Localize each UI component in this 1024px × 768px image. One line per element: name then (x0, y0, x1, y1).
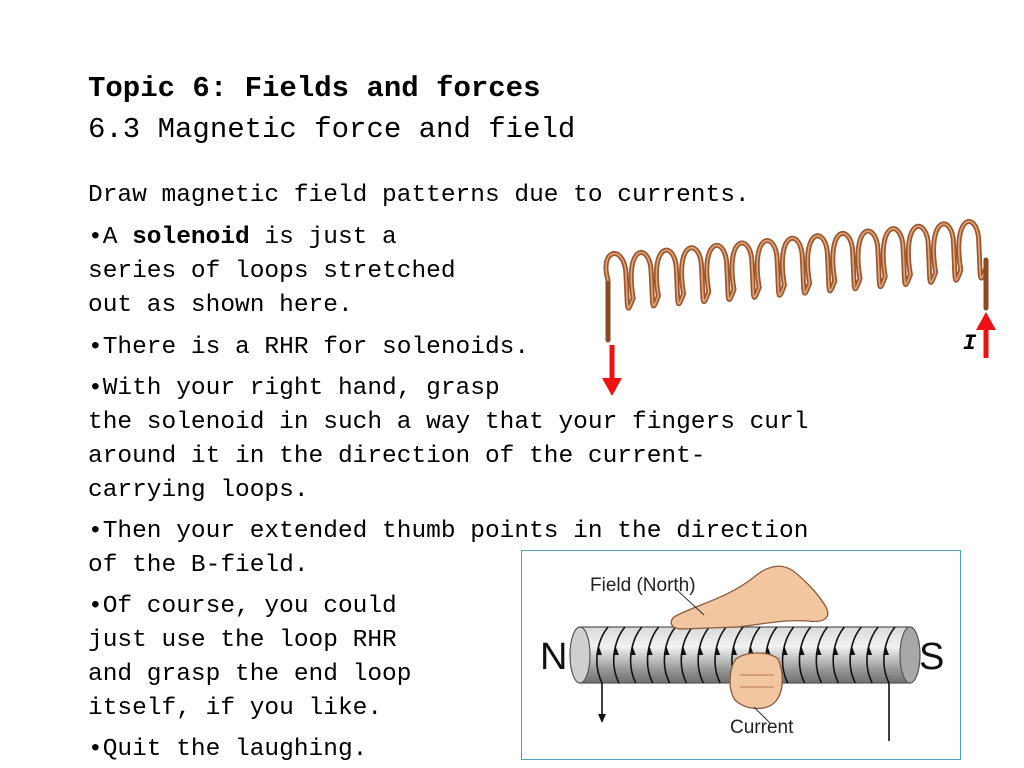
bullet-grasp-line3: around it in the direction of the curren… (88, 443, 706, 470)
hand-diagram: Field (North) Current N S (540, 565, 944, 741)
winding-current-arrow (612, 647, 619, 655)
bullet-glyph: • (88, 375, 103, 402)
current-pointer (753, 706, 771, 724)
lead-arrow-down (598, 714, 606, 723)
winding-current-arrow (815, 647, 822, 655)
bullet-laughing: •Quit the laughing. (88, 736, 368, 763)
winding-current-arrow (781, 647, 788, 655)
bullet-glyph: • (88, 518, 103, 545)
curled-fingers (729, 652, 783, 710)
coil-wire (603, 219, 989, 343)
winding-current-arrow (832, 647, 839, 655)
winding-current-arrow (866, 647, 873, 655)
bullet-thumb-line2: of the B-field. (88, 552, 309, 579)
bullet-glyph: • (88, 224, 103, 251)
bullet-solenoid-line3: out as shown here. (88, 292, 353, 319)
bullet-grasp-line2: the solenoid in such a way that your fin… (88, 409, 809, 436)
winding-current-arrow (714, 647, 721, 655)
bullet-glyph: • (88, 593, 103, 620)
winding-current-arrow (798, 647, 805, 655)
current-arrow-down (602, 345, 622, 396)
current-label: I (963, 331, 977, 356)
right-hand-rule-figure: Field (North) Current N S (521, 550, 961, 760)
winding-current-arrow (764, 647, 771, 655)
bullet-glyph: • (88, 334, 103, 361)
page-title: Topic 6: Fields and forces (88, 72, 541, 105)
bullet-glyph: • (88, 736, 103, 763)
bullet-grasp-line4: carrying loops. (88, 477, 309, 504)
rod-end-left (569, 626, 591, 684)
winding-current-arrow (680, 647, 687, 655)
bullet-loop-line2: just use the loop RHR (88, 627, 397, 654)
bullet-solenoid-line2: series of loops stretched (88, 258, 456, 285)
winding-current-arrow (697, 647, 704, 655)
field-north-label: Field (North) (590, 575, 696, 596)
winding-current-arrow (629, 647, 636, 655)
solenoid-bold: solenoid (132, 224, 250, 251)
rod-end-right (899, 626, 921, 684)
bullet-loop-line3: and grasp the end loop (88, 661, 412, 688)
bullet-loop-line4: itself, if you like. (88, 695, 383, 722)
bullet-thumb-line1: •Then your extended thumb points in the … (88, 518, 809, 545)
thumb-and-palm (670, 565, 829, 630)
bullet-solenoid-line1: •A solenoid is just a (88, 224, 397, 251)
south-pole-label: S (919, 636, 944, 678)
page-subtitle: 6.3 Magnetic force and field (88, 113, 576, 146)
bullet-rhr: •There is a RHR for solenoids. (88, 334, 530, 361)
field-pointer (677, 590, 705, 616)
winding-current-arrow (646, 647, 653, 655)
right-hand (670, 565, 829, 710)
current-text-label: Current (730, 717, 794, 738)
current-arrow-up (976, 312, 996, 358)
winding-current-arrow (663, 647, 670, 655)
bullet-loop-line1: •Of course, you could (88, 593, 397, 620)
winding-current-arrow (849, 647, 856, 655)
winding-current-arrow (731, 647, 738, 655)
solenoid-windings (596, 626, 896, 684)
winding-current-arrow (596, 647, 602, 655)
north-pole-label: N (540, 636, 567, 678)
intro-text: Draw magnetic field patterns due to curr… (88, 182, 750, 209)
winding-current-arrow (883, 647, 889, 655)
bullet-grasp-line1: •With your right hand, grasp (88, 375, 500, 402)
solenoid-coil-figure (602, 219, 996, 396)
